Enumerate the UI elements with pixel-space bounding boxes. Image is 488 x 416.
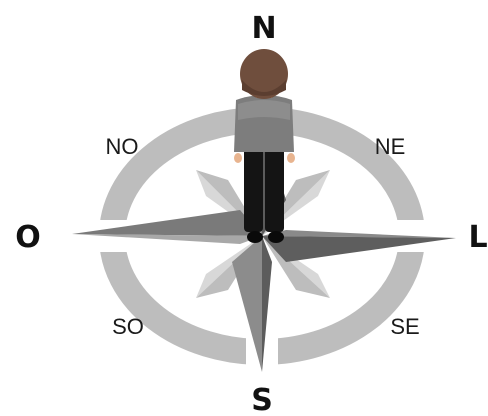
right-shoe <box>268 231 284 243</box>
label-south: S <box>251 383 273 416</box>
left-shoe <box>247 231 263 243</box>
label-southeast: SE <box>390 314 419 339</box>
label-east: L <box>468 220 487 255</box>
right-hand <box>287 153 295 163</box>
left-leg <box>244 146 263 232</box>
label-west: O <box>15 220 41 255</box>
label-southwest: SO <box>112 314 144 339</box>
label-north: N <box>251 11 276 46</box>
shirt-shoulder-highlight <box>238 100 290 120</box>
left-hand <box>234 153 242 163</box>
label-northeast: NE <box>375 134 406 159</box>
label-northwest: NO <box>106 134 139 159</box>
right-leg <box>265 146 284 232</box>
